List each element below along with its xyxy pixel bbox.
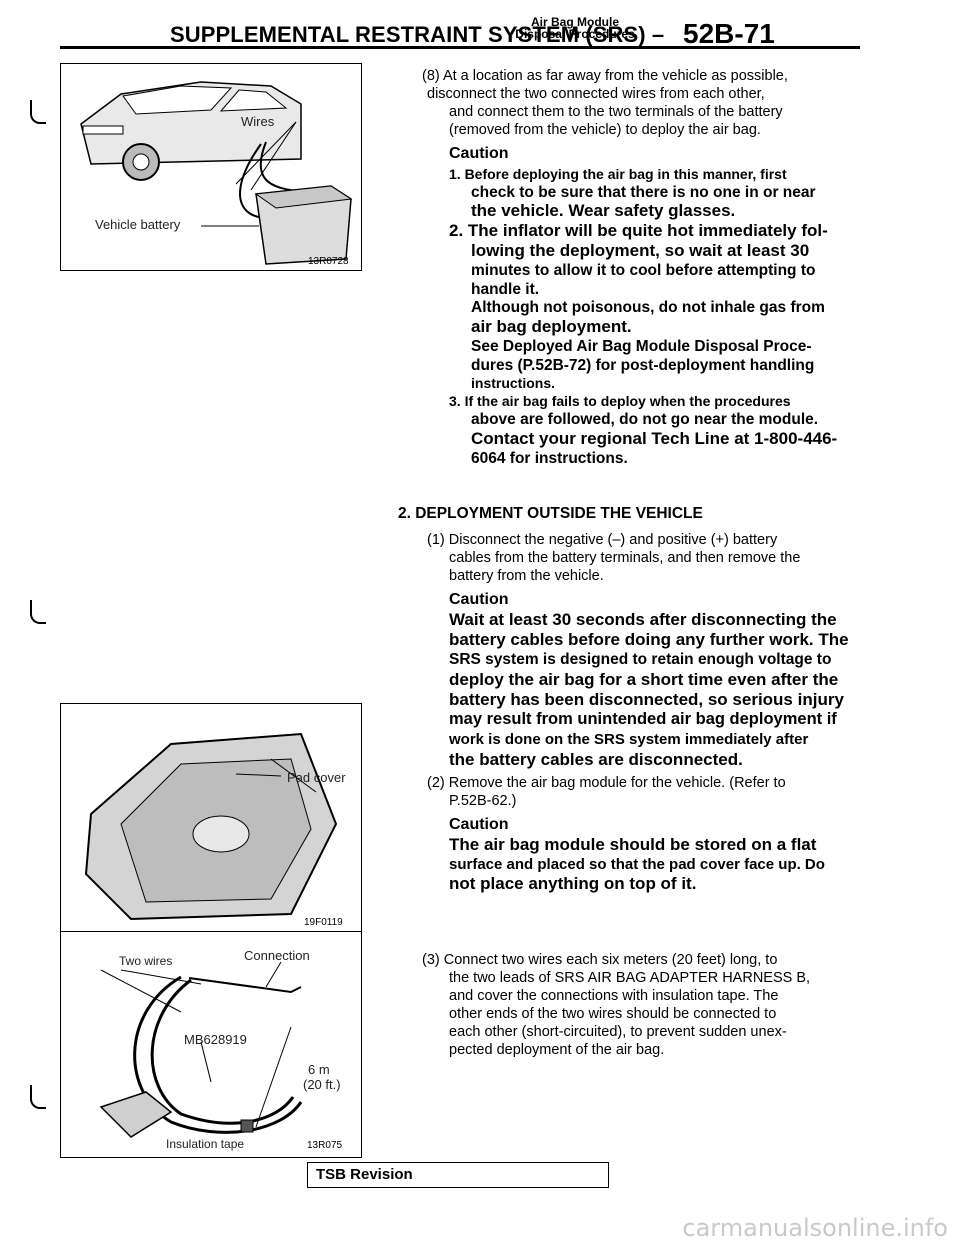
step2-line: (2) Remove the air bag module for the ve… (427, 775, 786, 791)
section-title: 2. DEPLOYMENT OUTSIDE THE VEHICLE (398, 505, 703, 522)
caution-item: lowing the deployment, so wait at least … (471, 241, 810, 260)
caution-item: check to be sure that there is no one in… (471, 184, 816, 201)
caution-line: not place anything on top of it. (449, 874, 697, 893)
vehicle-battery-illustration (80, 81, 353, 265)
tsb-revision-box: TSB Revision (307, 1162, 609, 1188)
header-rule (60, 46, 860, 49)
caution-line: surface and placed so that the pad cover… (449, 856, 825, 873)
step1-line: battery from the vehicle. (449, 568, 604, 584)
caution-item: above are followed, do not go near the m… (471, 411, 819, 428)
caution-item: 1. Before deploying the air bag in this … (449, 166, 787, 182)
figure-code: 19F0119 (304, 917, 343, 928)
figure-vehicle-battery: Wires Vehicle battery 13R0728 (60, 63, 362, 271)
caution-item: air bag deployment. (471, 317, 632, 336)
step3-line: and cover the connections with insulatio… (449, 988, 779, 1004)
label-length-m: 6 m (308, 1062, 330, 1077)
figure-code: 13R0728 (308, 256, 349, 267)
caution-line: work is done on the SRS system immediate… (449, 731, 809, 748)
caution-item: the vehicle. Wear safety glasses. (471, 201, 736, 220)
header-subtitle: Air Bag Module Disposal Procedures (515, 16, 635, 40)
step3-line: the two leads of SRS AIR BAG ADAPTER HAR… (449, 970, 811, 986)
step8-line: (removed from the vehicle) to deploy the… (449, 122, 761, 138)
figure-code: 13R075 (307, 1140, 343, 1151)
label-length-ft: (20 ft.) (303, 1077, 341, 1092)
caution-heading: Caution (449, 816, 509, 833)
wire-harness-illustration (99, 961, 303, 1138)
caution-heading: Caution (449, 591, 509, 608)
header-subtitle-line2: Disposal Procedures (515, 27, 635, 41)
caution-item: instructions. (471, 375, 556, 391)
step8-line: (8) At a location as far away from the v… (422, 68, 788, 84)
label-vehicle-battery: Vehicle battery (95, 217, 181, 232)
figure-wire-connection: Two wires Connection MB628919 6 m (20 ft… (60, 931, 362, 1158)
caution-line: battery has been disconnected, so seriou… (449, 690, 844, 709)
step2-line: P.52B-62.) (449, 793, 517, 809)
step8-line: disconnect the two connected wires from … (427, 86, 765, 102)
tsb-revision-label: TSB Revision (316, 1166, 413, 1183)
caution-item: handle it. (471, 281, 540, 298)
caution-item: 6064 for instructions. (471, 450, 628, 467)
caution-item: minutes to allow it to cool before attem… (471, 262, 816, 279)
step3-line: other ends of the two wires should be co… (449, 1006, 777, 1022)
caution-line: Wait at least 30 seconds after disconnec… (449, 610, 837, 629)
label-part-number: MB628919 (184, 1032, 247, 1047)
margin-mark (30, 1085, 46, 1109)
page-header: SUPPLEMENTAL RESTRAINT SYSTEM (SRS) – Ai… (60, 16, 860, 49)
airbag-module-illustration (84, 732, 338, 921)
caution-item: 3. If the air bag fails to deploy when t… (449, 393, 791, 409)
caution-line: deploy the air bag for a short time even… (449, 670, 839, 689)
caution-item: dures (P.52B-72) for post-deployment han… (471, 357, 815, 374)
caution-item: Contact your regional Tech Line at 1-800… (471, 429, 838, 448)
step1-line: (1) Disconnect the negative (–) and posi… (427, 532, 778, 548)
header-title: SUPPLEMENTAL RESTRAINT SYSTEM (SRS) – (170, 22, 665, 47)
header-subtitle-line1: Air Bag Module (530, 15, 619, 29)
label-wires: Wires (241, 114, 275, 129)
caution-item: Although not poisonous, do not inhale ga… (471, 299, 825, 316)
figure-pad-cover: Pad cover 19F0119 (60, 703, 362, 932)
step3-line: (3) Connect two wires each six meters (2… (422, 952, 778, 968)
step3-line: pected deployment of the air bag. (449, 1042, 665, 1058)
label-pad-cover: Pad cover (287, 770, 346, 785)
label-insulation-tape: Insulation tape (166, 1137, 245, 1151)
page-number: 52B-71 (683, 18, 775, 49)
caution-line: the battery cables are disconnected. (449, 750, 743, 769)
caution-item: See Deployed Air Bag Module Disposal Pro… (471, 338, 812, 355)
watermark: carmanualsonline.info (682, 1214, 948, 1242)
label-connection: Connection (244, 948, 310, 963)
margin-mark (30, 100, 46, 124)
caution-line: The air bag module should be stored on a… (449, 835, 817, 854)
step1-line: cables from the battery terminals, and t… (449, 550, 801, 566)
margin-mark (30, 600, 46, 624)
caution-line: battery cables before doing any further … (449, 630, 849, 649)
step3-line: each other (short-circuited), to prevent… (449, 1024, 787, 1040)
caution-line: may result from unintended air bag deplo… (449, 710, 837, 728)
caution-heading: Caution (449, 145, 509, 162)
caution-line: SRS system is designed to retain enough … (449, 651, 832, 668)
caution-item: 2. The inflator will be quite hot immedi… (449, 221, 828, 240)
label-two-wires: Two wires (119, 954, 173, 968)
step8-line: and connect them to the two terminals of… (449, 104, 783, 120)
